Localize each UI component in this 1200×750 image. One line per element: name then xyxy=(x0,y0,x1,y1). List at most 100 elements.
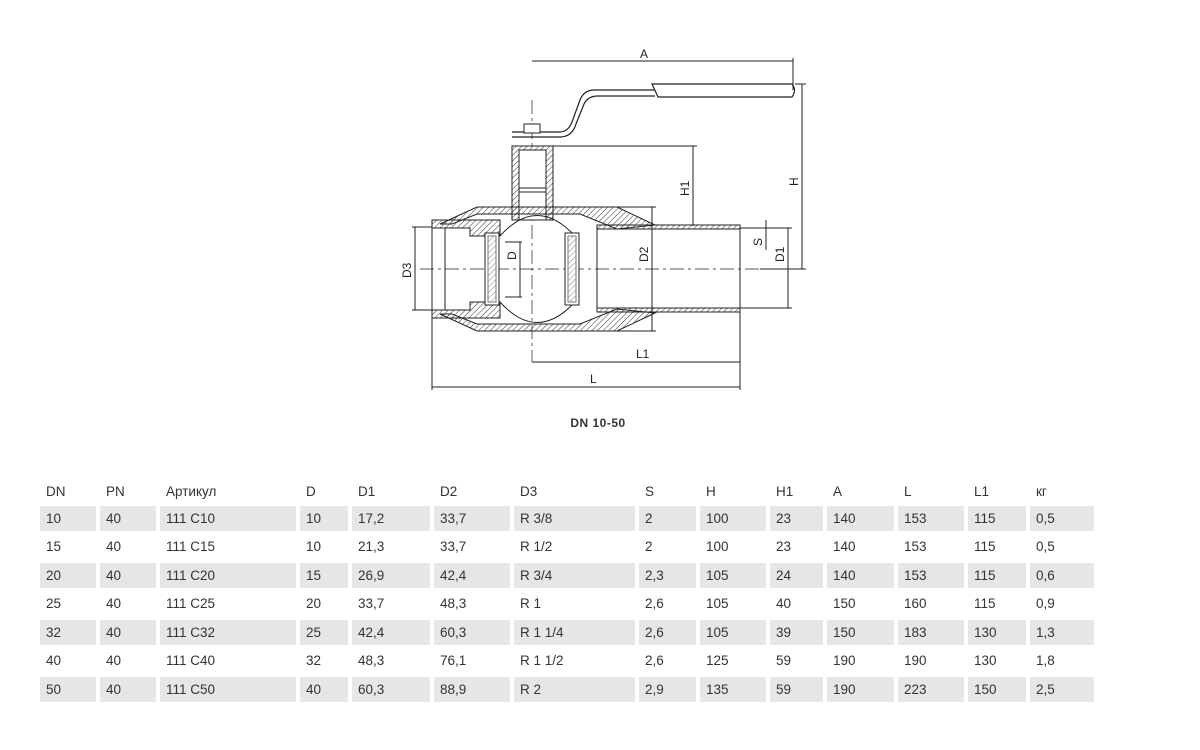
table-cell: 59 xyxy=(776,653,792,669)
table-cell: 100 xyxy=(700,506,766,531)
table-cell: 150 xyxy=(833,596,856,612)
dim-label-h: H xyxy=(787,177,801,186)
table-cell: 60,3 xyxy=(352,677,430,702)
table-cell: R 2 xyxy=(514,677,635,702)
table-cell: 0,9 xyxy=(1036,596,1055,612)
dim-label-l1: L1 xyxy=(636,347,650,361)
table-cell: 105 xyxy=(700,620,766,645)
table-cell: 190 xyxy=(827,677,894,702)
table-cell: 111 C10 xyxy=(160,506,296,531)
table-cell: 23 xyxy=(776,539,792,555)
table-cell: 150 xyxy=(968,677,1026,702)
table-cell: 115 xyxy=(968,563,1026,588)
table-cell: 2,5 xyxy=(1030,677,1094,702)
table-cell: 88,9 xyxy=(434,677,510,702)
table-cell: 153 xyxy=(898,506,964,531)
table-cell: 2,6 xyxy=(645,596,664,612)
column-header: DN xyxy=(46,483,66,499)
table-cell: 10 xyxy=(300,506,348,531)
table-cell: 42,4 xyxy=(434,563,510,588)
table-cell: 111 C20 xyxy=(160,563,296,588)
table-cell: 48,3 xyxy=(440,596,467,612)
table-cell: R 1 1/4 xyxy=(514,620,635,645)
table-cell: 150 xyxy=(827,620,894,645)
table-cell: 10 xyxy=(306,539,322,555)
column-header: L1 xyxy=(974,483,990,499)
dim-label-s: S xyxy=(751,238,765,246)
table-cell: 40 xyxy=(100,506,156,531)
table-cell: 40 xyxy=(46,653,62,669)
table-cell: 0,5 xyxy=(1030,506,1094,531)
table-cell: 25 xyxy=(46,596,62,612)
table-cell: 48,3 xyxy=(358,653,385,669)
table-cell: 40 xyxy=(106,596,122,612)
table-cell: 15 xyxy=(300,563,348,588)
table-cell: 130 xyxy=(974,653,997,669)
table-cell: 59 xyxy=(770,677,823,702)
table-cell: 160 xyxy=(904,596,927,612)
table-cell: 40 xyxy=(776,596,792,612)
column-header: D xyxy=(306,483,316,499)
table-cell: 135 xyxy=(700,677,766,702)
table-cell: 130 xyxy=(968,620,1026,645)
table-cell: 115 xyxy=(974,596,996,612)
table-cell: R 3/8 xyxy=(514,506,635,531)
table-cell: 190 xyxy=(904,653,927,669)
ball-valve-drawing: A H H1 D2 D1 S D D3 L1 L xyxy=(400,47,806,390)
table-cell: 153 xyxy=(898,563,964,588)
table-cell: 140 xyxy=(833,539,856,555)
column-header: Артикул xyxy=(166,483,217,499)
column-header: кг xyxy=(1036,483,1047,499)
dim-label-l: L xyxy=(590,372,597,386)
table-cell: 40 xyxy=(100,563,156,588)
column-header: S xyxy=(645,483,655,499)
table-cell: 76,1 xyxy=(440,653,467,669)
table-cell: 140 xyxy=(827,563,894,588)
column-header: D1 xyxy=(358,483,376,499)
table-cell: 125 xyxy=(706,653,729,669)
table-cell: 39 xyxy=(770,620,823,645)
table-cell: 24 xyxy=(770,563,823,588)
dim-label-d3: D3 xyxy=(400,262,414,278)
table-cell: 40 xyxy=(300,677,348,702)
table-cell: 33,7 xyxy=(440,539,467,555)
table-cell: 183 xyxy=(898,620,964,645)
table-cell: 2,9 xyxy=(639,677,696,702)
table-cell: 111 C32 xyxy=(160,620,296,645)
table-cell: 140 xyxy=(827,506,894,531)
table-cell: 0,5 xyxy=(1036,539,1055,555)
table-cell: 105 xyxy=(706,596,729,612)
column-header: D3 xyxy=(520,483,538,499)
table-cell: 153 xyxy=(904,539,927,555)
table-cell: 100 xyxy=(706,539,729,555)
table-cell: 25 xyxy=(300,620,348,645)
table-cell: 33,7 xyxy=(434,506,510,531)
table-cell: 105 xyxy=(700,563,766,588)
column-header: PN xyxy=(106,483,125,499)
dim-label-h1: H1 xyxy=(678,180,692,196)
table-cell: 23 xyxy=(770,506,823,531)
table-cell: R 1 xyxy=(520,596,542,612)
table-cell: 33,7 xyxy=(358,596,385,612)
column-header: D2 xyxy=(440,483,458,499)
table-cell: 20 xyxy=(40,563,96,588)
table-cell: 115 xyxy=(968,506,1026,531)
table-cell: R 1 1/2 xyxy=(520,653,564,669)
table-cell: 60,3 xyxy=(434,620,510,645)
table-cell: R 3/4 xyxy=(514,563,635,588)
table-cell: 32 xyxy=(306,653,322,669)
table-cell: 190 xyxy=(833,653,856,669)
table-cell: 10 xyxy=(40,506,96,531)
table-cell: 21,3 xyxy=(358,539,385,555)
table-cell: 2,3 xyxy=(639,563,696,588)
column-header: L xyxy=(904,483,912,499)
table-cell: 2 xyxy=(639,506,696,531)
table-cell: 17,2 xyxy=(352,506,430,531)
dim-label-d: D xyxy=(505,251,519,260)
